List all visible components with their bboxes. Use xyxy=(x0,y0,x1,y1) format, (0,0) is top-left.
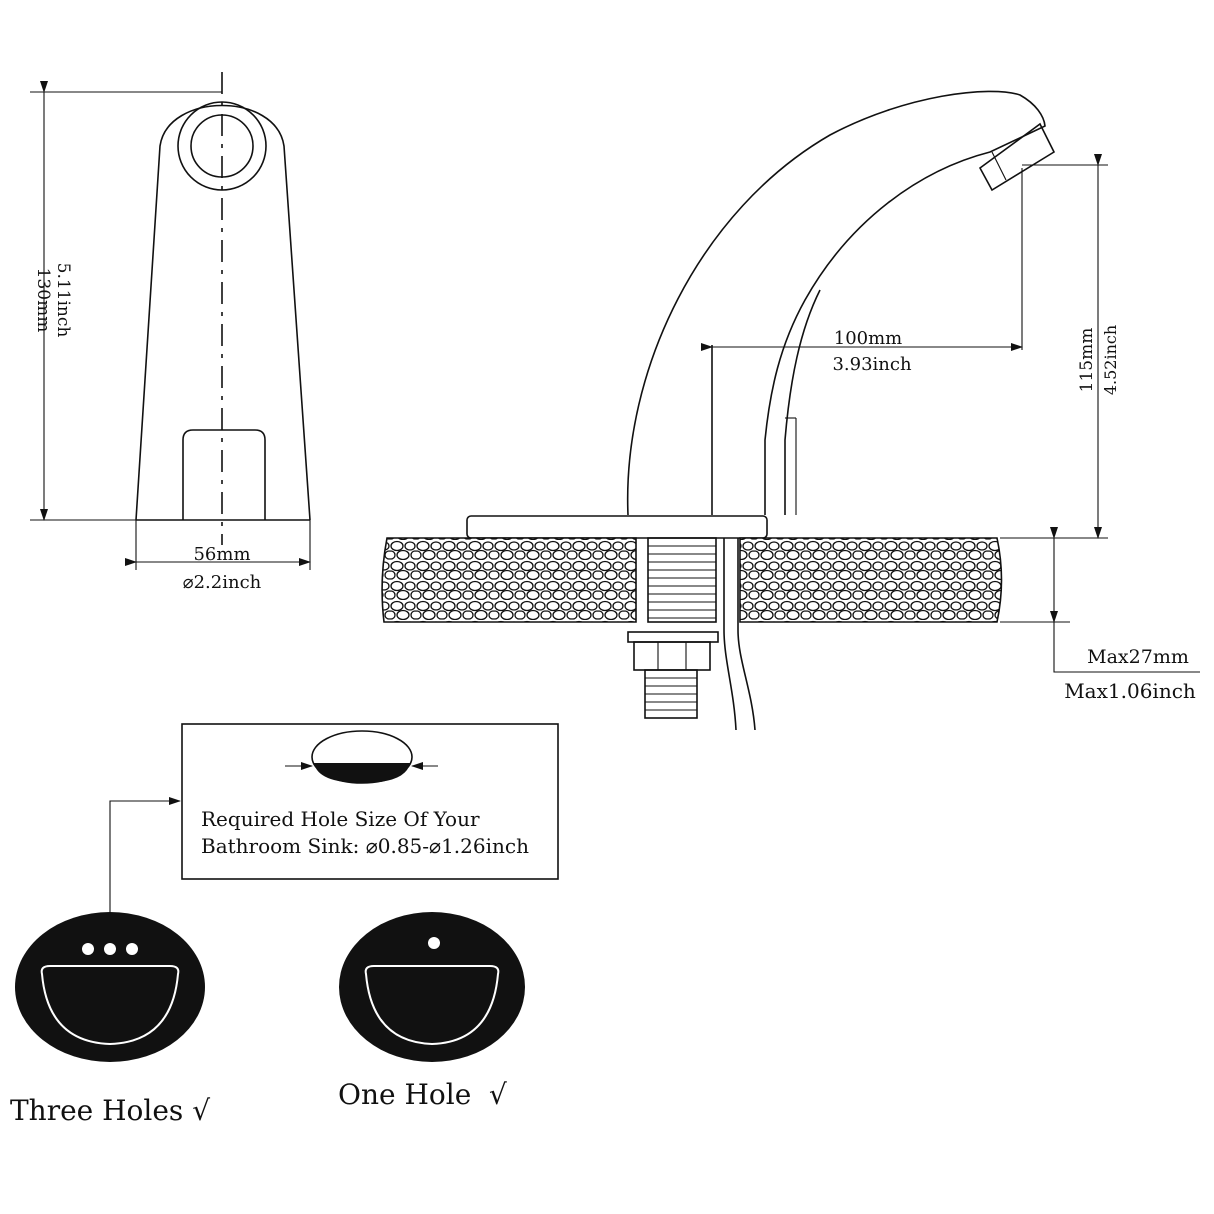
basin-outline xyxy=(364,965,500,1046)
deck-plate xyxy=(466,515,768,539)
one-hole-sink: One Hole √ xyxy=(338,912,525,1111)
side-view: 100mm 3.93inch 115mm 4.52inch Max27mm Ma… xyxy=(381,90,1200,731)
note-box xyxy=(181,723,559,880)
front-width-mm: 56mm xyxy=(193,544,250,565)
tap-hole-icon xyxy=(428,937,440,949)
front-height-inch: 5.11inch xyxy=(53,263,73,338)
leader-line xyxy=(109,797,181,922)
front-faucet-body xyxy=(135,101,311,521)
max-thickness-mm: Max27mm xyxy=(1087,646,1189,668)
countertop-section xyxy=(381,537,1003,623)
thickness-dimension: Max27mm Max1.06inch xyxy=(1000,527,1200,703)
note-line-1: Required Hole Size Of Your xyxy=(201,807,480,831)
three-holes-label: Three Holes √ xyxy=(10,1094,210,1127)
three-hole-sink-icon xyxy=(15,912,205,1062)
spout-height-dimension: 115mm 4.52inch xyxy=(1000,154,1120,539)
front-height-dimension: 130mm 5.11inch xyxy=(30,81,222,521)
spout-height-inch: 4.52inch xyxy=(1101,325,1120,395)
tap-hole-icon xyxy=(104,943,116,955)
front-width-dimension: 56mm ⌀2.2inch xyxy=(125,520,311,593)
sensor-cable xyxy=(723,538,756,731)
note-line-2: Bathroom Sink: ⌀0.85-⌀1.26inch xyxy=(201,834,529,858)
max-thickness-inch: Max1.06inch xyxy=(1064,679,1196,703)
hole-size-note: Required Hole Size Of Your Bathroom Sink… xyxy=(109,723,559,922)
hole-icon xyxy=(285,730,438,784)
front-height-mm: 130mm xyxy=(33,268,53,333)
three-hole-sink: Three Holes √ xyxy=(10,912,210,1127)
basin-outline xyxy=(40,965,180,1046)
one-hole-label: One Hole √ xyxy=(338,1078,507,1111)
spout-height-mm: 115mm xyxy=(1077,328,1097,393)
threaded-shank xyxy=(627,537,719,719)
front-width-inch: ⌀2.2inch xyxy=(183,572,262,593)
front-view: 130mm 5.11inch 56mm ⌀2.2inch xyxy=(30,72,311,593)
reach-dimension: 100mm 3.93inch xyxy=(701,168,1023,375)
reach-inch: 3.93inch xyxy=(832,354,912,375)
tap-hole-icon xyxy=(82,943,94,955)
side-faucet-body xyxy=(626,90,1056,516)
tap-hole-icon xyxy=(126,943,138,955)
reach-mm: 100mm xyxy=(834,328,903,349)
